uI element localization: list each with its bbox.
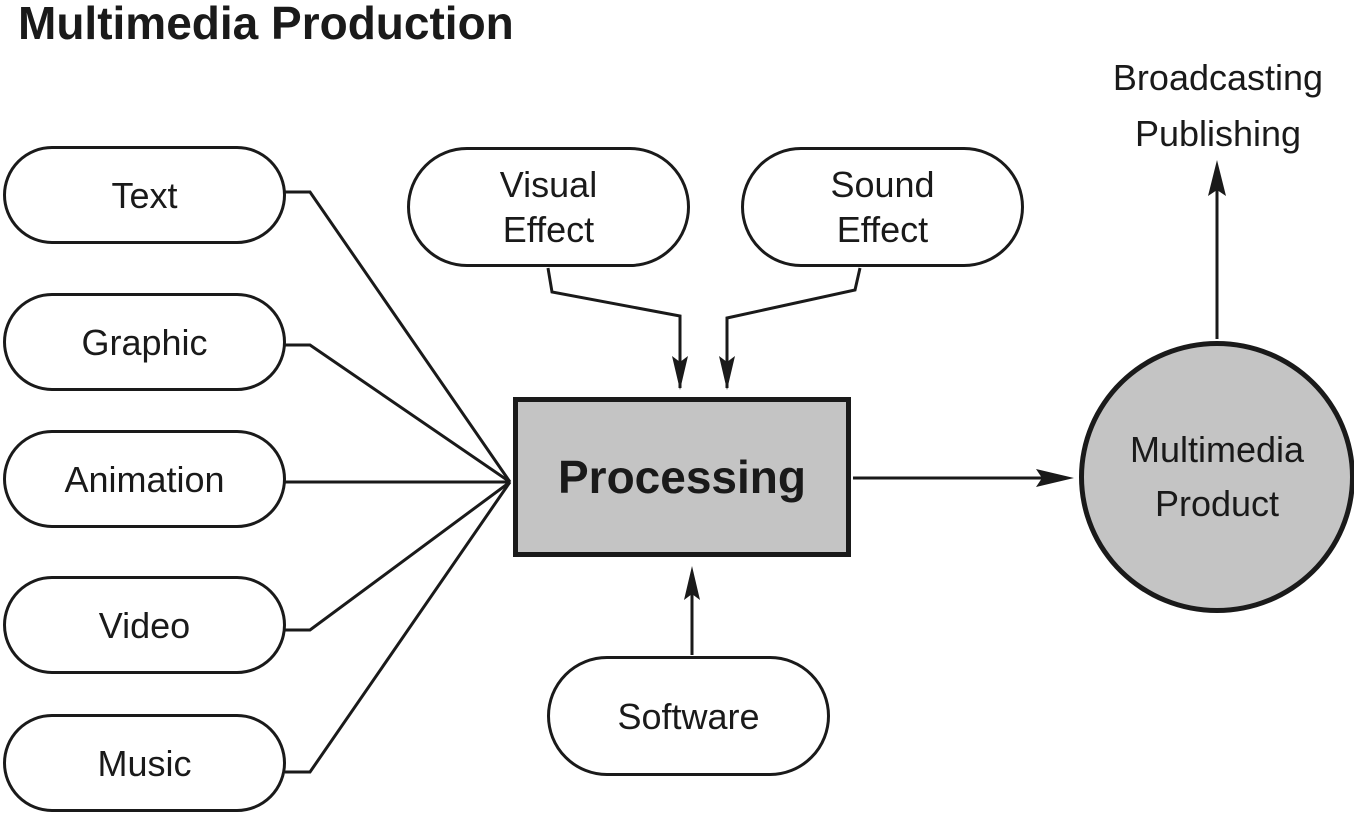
input-music: Music [3,714,286,812]
product-line1: Multimedia [1129,429,1305,470]
input-video: Video [3,576,286,674]
arrowhead-to-outputs [1208,160,1226,196]
product-line2: Product [1154,483,1280,524]
arrowhead-to-product [1036,469,1074,487]
arrowhead-software [684,566,700,600]
visual-effect-line1: Visual [499,164,598,205]
software-node: Software [547,656,830,776]
arrow-visual-effect [546,267,682,388]
sound-effect-line2: Effect [836,209,929,250]
connector-graphic [285,343,511,484]
input-music-label: Music [97,742,192,784]
arrow-sound-effect [725,267,862,388]
input-animation-label: Animation [64,458,225,500]
outputs-line2: Publishing [1134,112,1302,154]
sound-effect-node: Sound Effect [741,147,1024,267]
input-graphic-label: Graphic [81,321,208,363]
processing-label: Processing [558,451,806,503]
multimedia-product-node: Multimedia Product [1079,341,1354,613]
input-text: Text [3,146,286,244]
visual-effect-line2: Effect [502,209,595,250]
input-video-label: Video [98,604,191,646]
arrowhead-sound-effect [719,356,735,390]
connector-music [285,481,512,774]
software-label: Software [617,695,760,737]
connector-video [285,480,511,632]
processing-node: Processing [513,397,851,557]
outputs-label: Broadcasting Publishing [1090,50,1346,162]
connector-text [285,190,512,483]
outputs-line1: Broadcasting [1112,57,1324,98]
input-animation: Animation [3,430,286,528]
diagram-title: Multimedia Production [18,0,514,49]
input-graphic: Graphic [3,293,286,391]
input-text-label: Text [111,174,178,216]
arrowhead-visual-effect [672,356,688,390]
sound-effect-line1: Sound [830,164,935,205]
visual-effect-node: Visual Effect [407,147,690,267]
